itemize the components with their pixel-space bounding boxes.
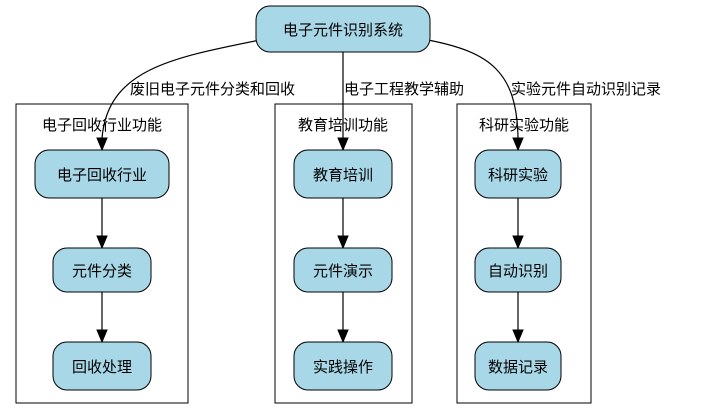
edge-research-2-3 [512,292,524,344]
edge-label-research: 实验元件自动识别记录 [511,80,661,98]
node-component-sort[interactable]: 元件分类 [52,247,152,293]
edge-research-1-2 [512,198,524,250]
node-root[interactable]: 电子元件识别系统 [255,5,431,53]
edge-root-to-education [337,52,349,152]
node-component-demo-label: 元件演示 [313,262,373,280]
edge-label-education: 电子工程教学辅助 [344,80,464,98]
edge-education-1-2 [337,198,349,250]
edge-recycle-2-3 [96,292,108,344]
node-data-record-label: 数据记录 [488,358,548,376]
node-recycle-industry-label: 电子回收行业 [57,166,147,184]
node-auto-recognition-label: 自动识别 [488,262,548,280]
node-education-training[interactable]: 教育培训 [293,149,393,199]
cluster-research: 科研实验功能 [456,103,592,404]
node-education-training-label: 教育培训 [313,166,373,184]
edge-label-recycle: 废旧电子元件分类和回收 [130,80,295,98]
node-practice[interactable]: 实践操作 [293,341,393,391]
cluster-research-title: 科研实验功能 [479,116,569,134]
cluster-recycle-title: 电子回收行业功能 [42,116,162,134]
node-research-experiment[interactable]: 科研实验 [474,149,562,199]
node-recycle-process-label: 回收处理 [72,358,132,376]
edge-root-to-research [427,39,524,152]
edge-recycle-1-2 [96,198,108,250]
edge-root-to-recycle [96,39,261,152]
node-root-label: 电子元件识别系统 [283,21,403,39]
node-component-sort-label: 元件分类 [72,262,132,280]
edge-education-2-3 [337,292,349,344]
node-research-experiment-label: 科研实验 [488,166,548,184]
cluster-recycle: 电子回收行业功能 [15,103,189,404]
node-auto-recognition[interactable]: 自动识别 [474,247,562,293]
node-practice-label: 实践操作 [313,358,373,376]
node-data-record[interactable]: 数据记录 [474,341,562,391]
node-component-demo[interactable]: 元件演示 [293,247,393,293]
node-recycle-process[interactable]: 回收处理 [52,341,152,391]
node-recycle-industry[interactable]: 电子回收行业 [34,149,170,199]
